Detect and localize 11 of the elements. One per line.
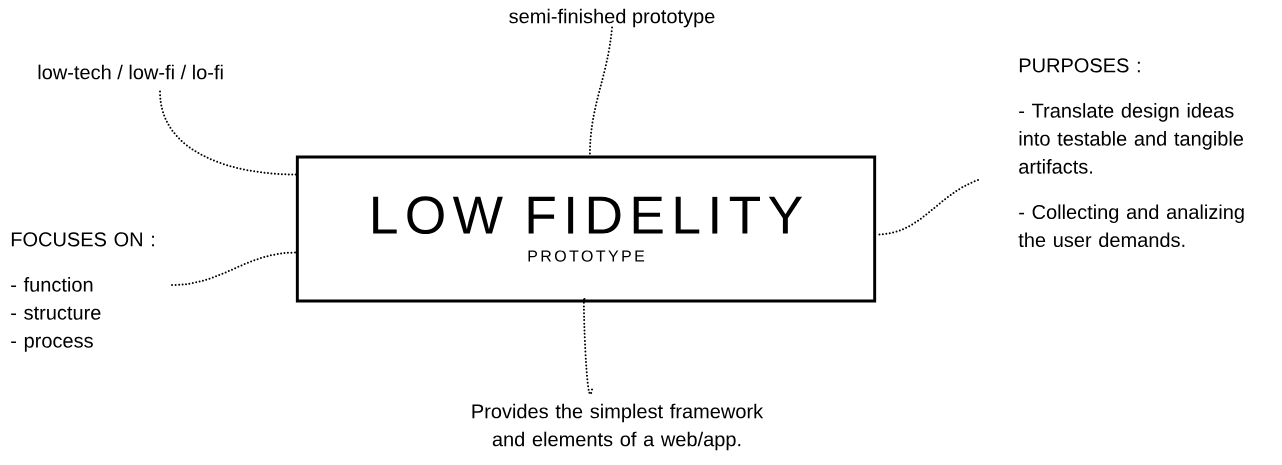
note-text: semi-finished prototype (509, 8, 715, 28)
note-text: FOCUSES ON : - function - structure - process (11, 232, 154, 352)
leader-line (588, 26, 613, 157)
leader-line (582, 296, 593, 396)
leader-line (171, 251, 297, 286)
note-text: Provides the simplest framework and elements of a web/app. (472, 403, 764, 451)
note-text: low-tech / low-fi / lo-fi (38, 64, 223, 80)
leader-line (875, 179, 979, 236)
note-text: PURPOSES : - Translate design ideas into testable and tangible artifacts. - Collecting and analizing the user demands. (1018, 58, 1244, 248)
title-box: LOW FIDELITY PROTOTYPE (295, 155, 877, 303)
leader-line (159, 90, 297, 176)
